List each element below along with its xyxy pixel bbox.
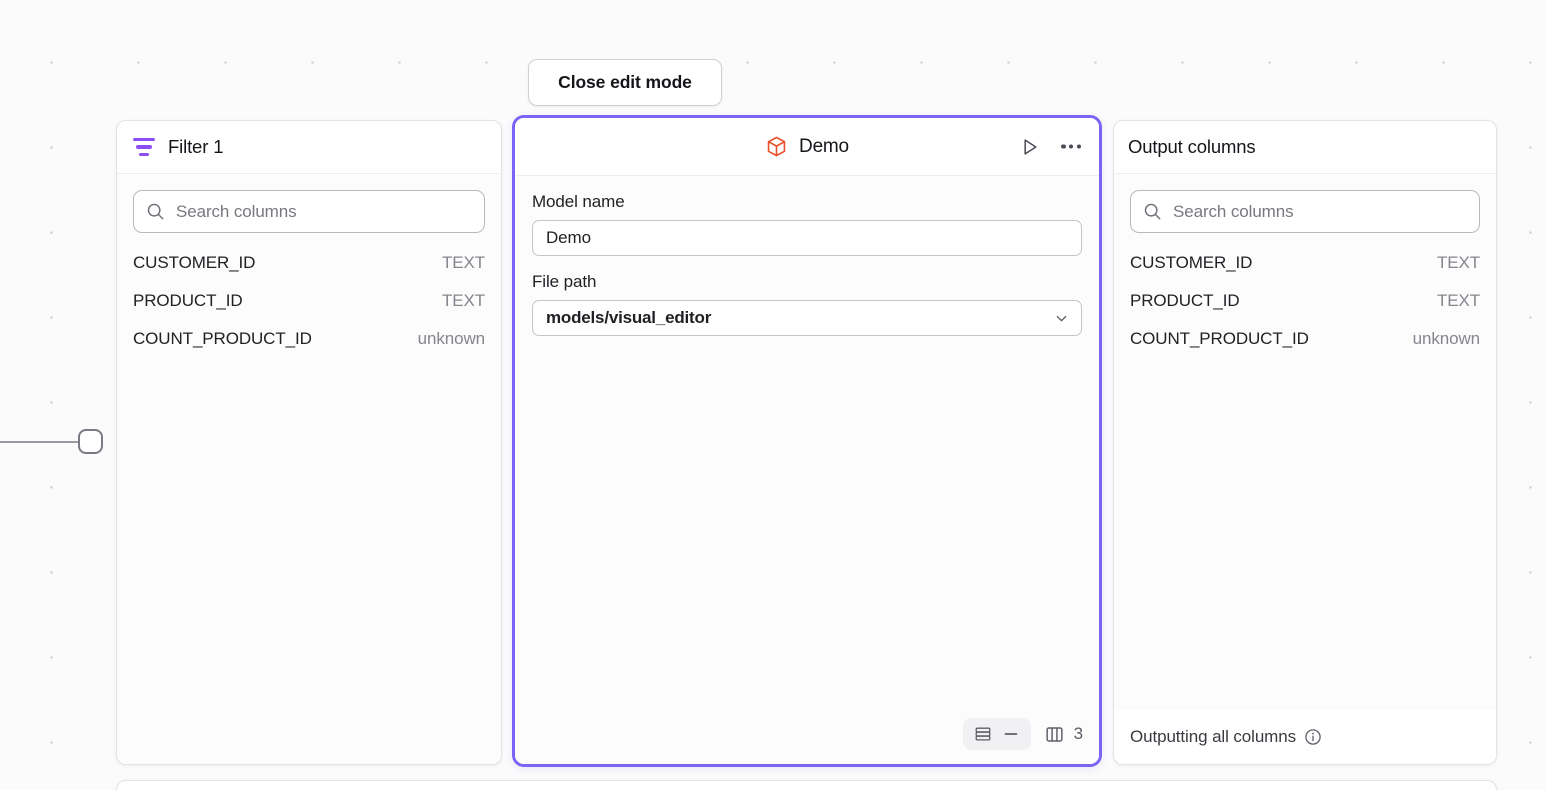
cube-icon: [765, 135, 788, 158]
model-title-wrap: Demo: [765, 135, 849, 158]
output-panel-header: Output columns: [1114, 121, 1496, 174]
output-status-text: Outputting all columns: [1130, 727, 1296, 746]
model-panel-body: Model name File path models/visual_edito…: [515, 176, 1099, 718]
filter-column-list: CUSTOMER_ID TEXT PRODUCT_ID TEXT COUNT_P…: [133, 253, 485, 367]
output-search-input[interactable]: [1173, 201, 1467, 222]
column-name: PRODUCT_ID: [1130, 291, 1240, 310]
close-edit-mode-button[interactable]: Close edit mode: [528, 59, 722, 106]
column-type: TEXT: [441, 253, 485, 272]
list-item[interactable]: COUNT_PRODUCT_ID unknown: [133, 329, 485, 367]
list-item[interactable]: CUSTOMER_ID TEXT: [133, 253, 485, 291]
search-icon: [1143, 202, 1162, 221]
column-name: COUNT_PRODUCT_ID: [133, 329, 312, 348]
output-panel-title: Output columns: [1128, 136, 1256, 157]
column-type: unknown: [417, 329, 485, 348]
filter-panel-title: Filter 1: [168, 136, 224, 157]
output-panel-body: CUSTOMER_ID TEXT PRODUCT_ID TEXT COUNT_P…: [1114, 174, 1496, 710]
column-type: unknown: [1412, 329, 1480, 348]
model-name-label: Model name: [532, 192, 625, 211]
play-icon[interactable]: [1016, 133, 1043, 160]
connector-edge: [0, 441, 82, 443]
column-type: TEXT: [1436, 253, 1480, 272]
rows-control-group: [962, 718, 1031, 750]
rows-icon[interactable]: [972, 723, 994, 745]
column-name: CUSTOMER_ID: [133, 253, 256, 272]
list-item[interactable]: COUNT_PRODUCT_ID unknown: [1130, 329, 1480, 367]
column-name: PRODUCT_ID: [133, 291, 243, 310]
output-columns-panel: Output columns CUSTOMER_ID TEXT PRODUCT_…: [1113, 120, 1497, 765]
filter-icon: [133, 138, 155, 156]
filter-panel: Filter 1 CUSTOMER_ID TEXT PRODUCT_ID TEX…: [116, 120, 502, 765]
column-count-value: 3: [1073, 724, 1083, 743]
output-search-box[interactable]: [1130, 190, 1480, 233]
file-path-value: models/visual_editor: [546, 308, 712, 327]
column-name: COUNT_PRODUCT_ID: [1130, 329, 1309, 348]
file-path-select[interactable]: models/visual_editor: [532, 300, 1082, 336]
model-panel-header: Demo: [515, 118, 1099, 176]
output-panel-footer: Outputting all columns: [1114, 710, 1496, 764]
column-type: TEXT: [1436, 291, 1480, 310]
list-item[interactable]: PRODUCT_ID TEXT: [133, 291, 485, 329]
connector-handle[interactable]: [78, 429, 103, 454]
model-name-input[interactable]: [546, 228, 1068, 248]
chevron-down-icon: [1054, 311, 1069, 326]
info-icon[interactable]: [1304, 728, 1322, 746]
model-panel-footer: 3: [515, 718, 1099, 764]
bottom-partial-panel: [116, 780, 1497, 790]
column-name: CUSTOMER_ID: [1130, 253, 1253, 272]
model-panel: Demo Model name File path models/visual_…: [512, 115, 1102, 767]
filter-panel-header: Filter 1: [117, 121, 501, 174]
filter-panel-body: CUSTOMER_ID TEXT PRODUCT_ID TEXT COUNT_P…: [117, 174, 501, 764]
model-name-field[interactable]: [532, 220, 1082, 256]
columns-icon: [1044, 724, 1065, 745]
column-count-group[interactable]: 3: [1044, 724, 1083, 745]
search-icon: [146, 202, 165, 221]
minus-icon[interactable]: [1000, 723, 1022, 745]
filter-search-box[interactable]: [133, 190, 485, 233]
filter-search-input[interactable]: [176, 201, 472, 222]
ellipsis-icon[interactable]: [1057, 136, 1085, 156]
list-item[interactable]: CUSTOMER_ID TEXT: [1130, 253, 1480, 291]
output-column-list: CUSTOMER_ID TEXT PRODUCT_ID TEXT COUNT_P…: [1130, 253, 1480, 367]
list-item[interactable]: PRODUCT_ID TEXT: [1130, 291, 1480, 329]
model-header-actions: [1016, 133, 1085, 160]
column-type: TEXT: [441, 291, 485, 310]
model-panel-title: Demo: [799, 135, 849, 157]
file-path-label: File path: [532, 272, 597, 291]
